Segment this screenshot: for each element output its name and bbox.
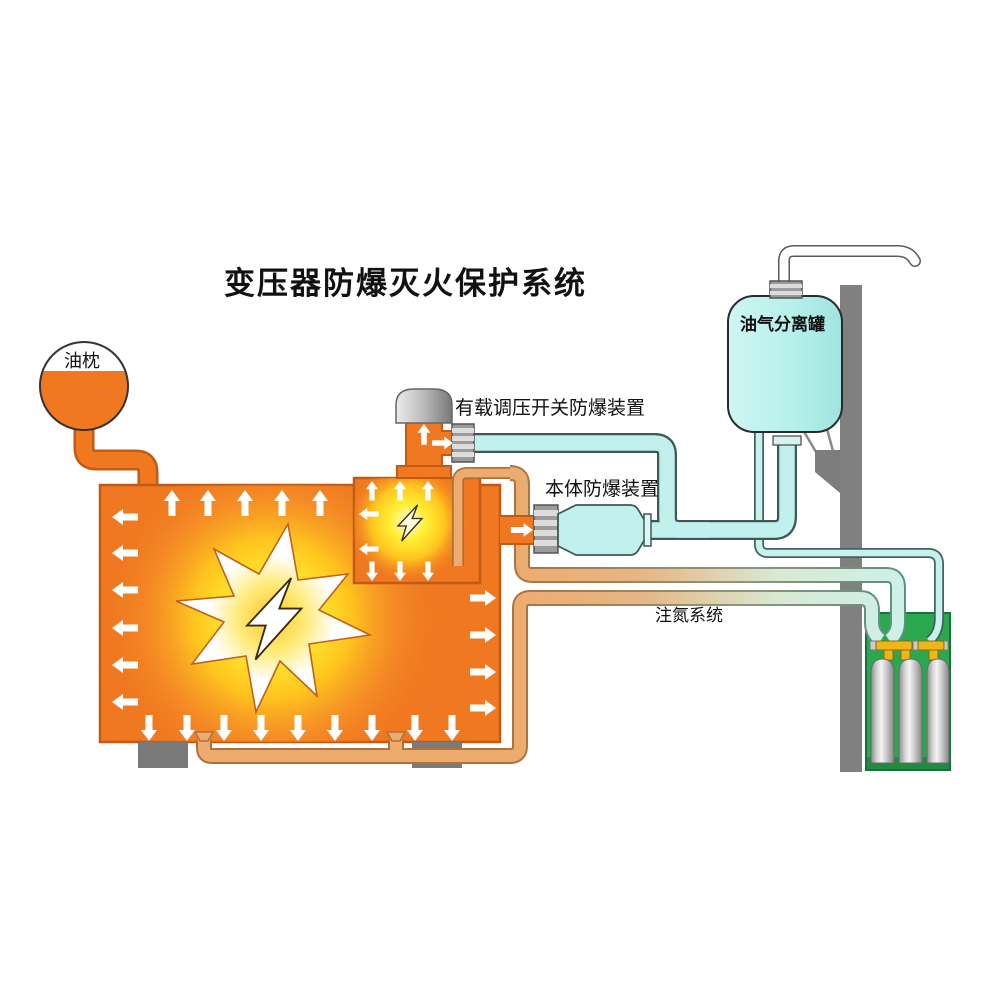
tank-foot-left [138, 742, 188, 768]
relief-pipes [474, 433, 797, 540]
gas-cylinder [898, 658, 923, 764]
separator-drain-pipe [754, 428, 944, 646]
manifold [869, 640, 949, 661]
oltc-flange [451, 423, 475, 463]
body-relief-device [500, 504, 652, 556]
page-title: 变压器防爆灭火保护系统 [224, 266, 587, 301]
nitrogen-system-label: 注氮系统 [655, 606, 723, 625]
body-device-flange [533, 504, 559, 554]
oltc-riser [395, 388, 475, 479]
conservator-label: 油枕 [64, 351, 100, 371]
wall-bracket [815, 450, 840, 493]
nitrogen-cylinders [869, 640, 950, 764]
separator-tank [727, 280, 843, 446]
body-device-label: 本体防爆装置 [545, 479, 660, 500]
separator-bottom-flange [772, 435, 802, 446]
exhaust-pipe [778, 245, 921, 300]
nitrogen-pipes [193, 465, 906, 764]
separator-top-flange [769, 280, 803, 299]
wall-column [801, 285, 862, 772]
oltc-cap [395, 388, 453, 424]
conservator [39, 341, 159, 490]
separator-tank-label: 油气分离罐 [740, 315, 825, 334]
gas-cylinder [870, 658, 895, 764]
body-device-chamber [557, 504, 646, 556]
oltc-device-label: 有载调压开关防爆装置 [455, 398, 646, 419]
gas-cylinder [926, 658, 950, 764]
